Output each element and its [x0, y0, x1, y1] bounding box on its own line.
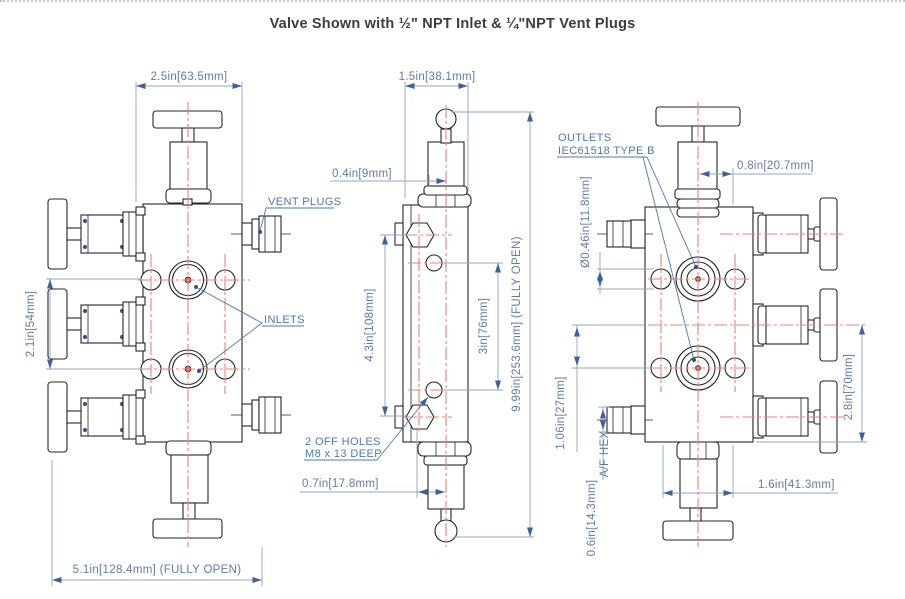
- dim-width-bottom: 5.1in[128.4mm] (FULLY OPEN): [73, 564, 242, 576]
- dim-offset-bottom: 0.7in[17.8mm]: [302, 478, 379, 490]
- side-valve: [47, 198, 146, 270]
- manifold-body-front: [142, 203, 243, 443]
- label-outlets-line2: IEC61518 TYPE B: [558, 145, 655, 157]
- left-view-geometry: [47, 110, 292, 539]
- dim-holes-pitch: 4.3in[108mm]: [364, 288, 376, 361]
- label-holes-line1: 2 OFF HOLES: [305, 436, 381, 448]
- side-valve: [47, 288, 146, 360]
- right-view-centerlines: [648, 102, 866, 547]
- right-view: OUTLETS IEC61518 TYPE B 0.8in[20.7mm] Ø0…: [555, 102, 867, 556]
- dim-port-dia: Ø0.46in[11.8mm]: [580, 176, 592, 268]
- left-view-dimensions: 2.5in[63.5mm] 2.1in[54mm] 5.1in[128.4mm]…: [25, 71, 342, 586]
- dim-width-top: 1.5in[38.1mm]: [399, 71, 476, 83]
- dim-width-top: 2.5in[63.5mm]: [151, 71, 228, 83]
- dim-offset-top: 0.4in[9mm]: [332, 168, 392, 180]
- label-vent-plugs: VENT PLUGS: [268, 196, 342, 208]
- dim-ports-pitch: 3in[76mm]: [478, 298, 490, 354]
- dim-offset-top: 0.8in[20.7mm]: [737, 160, 814, 172]
- label-holes-line2: M8 x 13 DEEP: [305, 448, 382, 460]
- dim-height-total: 9.99in[253.6mm] (FULLY OPEN): [511, 236, 523, 411]
- side-valve: [47, 381, 146, 453]
- right-view-dimensions: OUTLETS IEC61518 TYPE B 0.8in[20.7mm] Ø0…: [555, 132, 867, 556]
- label-inlets: INLETS: [264, 314, 305, 326]
- middle-view-dimensions: 1.5in[38.1mm] 0.4in[9mm] 4.3in[108mm] 3i…: [300, 71, 534, 538]
- label-outlets-line1: OUTLETS: [558, 132, 612, 144]
- left-view: 2.5in[63.5mm] 2.1in[54mm] 5.1in[128.4mm]…: [25, 71, 342, 586]
- middle-view: 1.5in[38.1mm] 0.4in[9mm] 4.3in[108mm] 3i…: [300, 71, 534, 547]
- dim-height-right: 2.8in[70mm]: [843, 354, 855, 421]
- middle-view-geometry: [394, 108, 472, 543]
- dim-port-pitch: 1.06in[27mm]: [555, 376, 567, 449]
- plug-fitting: [596, 405, 654, 435]
- dim-width-bottom: 1.6in[41.3mm]: [758, 479, 835, 491]
- drawing-title: Valve Shown with ½" NPT Inlet & ¼"NPT Ve…: [269, 16, 636, 32]
- top-valve-side: [417, 108, 472, 208]
- dim-pitch-left: 2.1in[54mm]: [25, 291, 37, 358]
- left-view-centerlines: [138, 102, 250, 547]
- dim-hex-line2: A/F HEX: [599, 431, 611, 478]
- dim-hex-line1: 0.6in[14.3mm]: [586, 480, 598, 557]
- plug-fitting: [596, 219, 654, 249]
